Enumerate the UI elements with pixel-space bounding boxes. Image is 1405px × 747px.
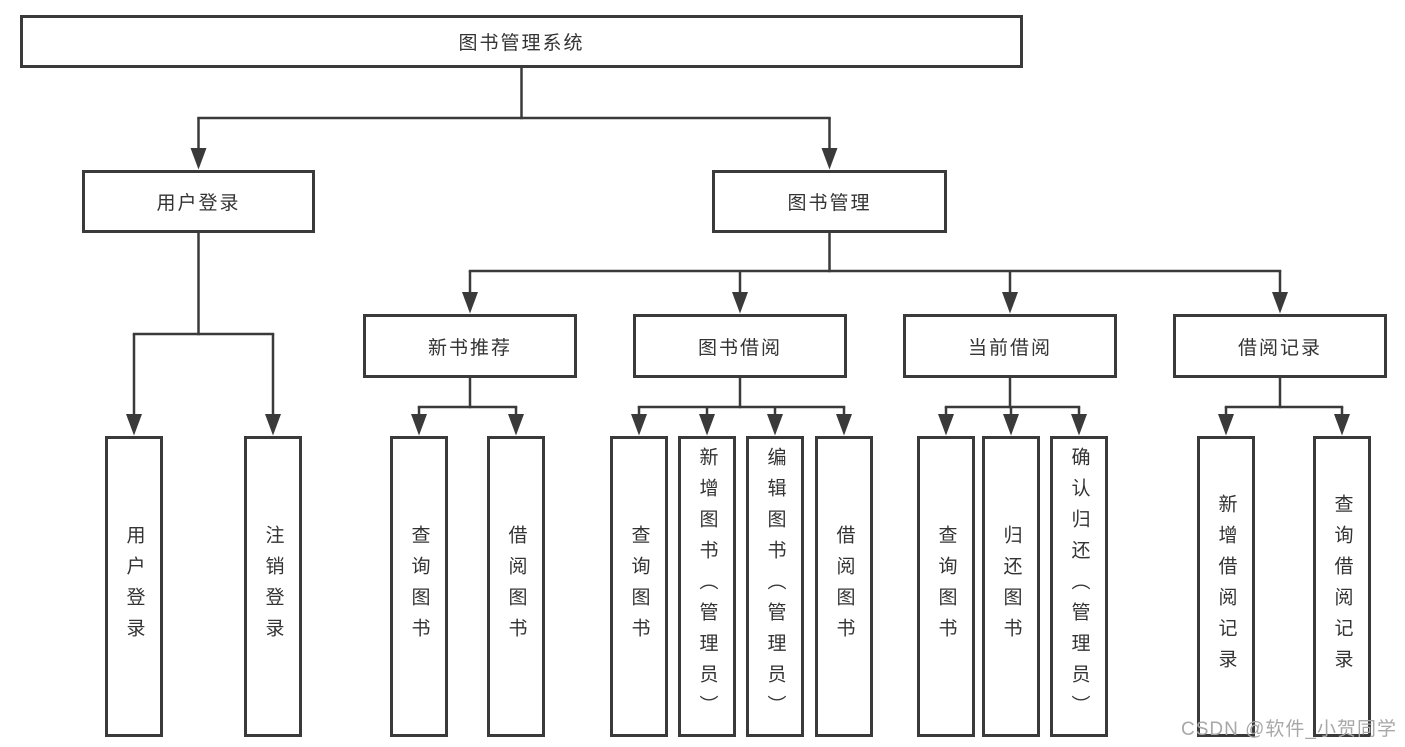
arrow-down-icon — [1003, 414, 1019, 436]
leaf-logout: 注销登录 — [244, 436, 302, 737]
arrow-down-icon — [1272, 292, 1288, 314]
leaf-borrow-borrow-books: 借阅图书 — [815, 436, 873, 737]
leaf-borrow-edit-books-admin: 编辑图书（管理员） — [746, 436, 804, 737]
arrow-down-icon — [767, 414, 783, 436]
arrow-down-icon — [836, 414, 852, 436]
leaf-recommend-borrow-books: 借阅图书 — [487, 436, 545, 737]
leaf-records-add-record: 新增借阅记录 — [1197, 436, 1255, 737]
arrow-down-icon — [265, 414, 281, 436]
node-root: 图书管理系统 — [20, 15, 1023, 68]
arrow-down-icon — [462, 292, 478, 314]
arrow-down-icon — [126, 414, 142, 436]
arrow-down-icon — [190, 148, 207, 170]
connector-current-to-leaves — [938, 377, 1087, 436]
leaf-current-return-books: 归还图书 — [982, 436, 1040, 737]
leaf-recommend-query-books: 查询图书 — [390, 436, 448, 737]
connector-borrow-to-leaves — [631, 377, 852, 436]
leaf-records-query-record: 查询借阅记录 — [1313, 436, 1371, 737]
leaf-user-login: 用户登录 — [105, 436, 163, 737]
arrow-down-icon — [508, 414, 524, 436]
arrow-down-icon — [1218, 414, 1234, 436]
arrow-down-icon — [1071, 414, 1087, 436]
node-current-borrow: 当前借阅 — [903, 314, 1117, 378]
connector-management-to-groups — [462, 233, 1288, 314]
node-user-login: 用户登录 — [82, 170, 315, 233]
leaf-borrow-query-books: 查询图书 — [610, 436, 668, 737]
arrow-down-icon — [699, 414, 715, 436]
leaf-current-confirm-return-admin: 确认归还（管理员） — [1050, 436, 1108, 737]
arrow-down-icon — [938, 414, 954, 436]
arrow-down-icon — [732, 292, 748, 314]
arrow-down-icon — [411, 414, 427, 436]
node-book-management: 图书管理 — [712, 170, 947, 233]
leaf-current-query-books: 查询图书 — [917, 436, 975, 737]
node-borrow-records: 借阅记录 — [1173, 314, 1387, 378]
node-book-borrow: 图书借阅 — [633, 314, 847, 378]
node-new-book-recommend: 新书推荐 — [363, 314, 577, 378]
connector-root-to-level2 — [190, 68, 838, 170]
arrow-down-icon — [631, 414, 647, 436]
connector-login-to-leaves — [126, 233, 281, 436]
arrow-down-icon — [1002, 292, 1018, 314]
leaf-borrow-add-books-admin: 新增图书（管理员） — [678, 436, 736, 737]
connector-recommend-to-leaves — [411, 377, 524, 436]
connector-records-to-leaves — [1218, 377, 1350, 436]
arrow-down-icon — [1334, 414, 1350, 436]
watermark: CSDN @软件_小贺同学 — [1181, 719, 1397, 740]
arrow-down-icon — [821, 148, 838, 170]
